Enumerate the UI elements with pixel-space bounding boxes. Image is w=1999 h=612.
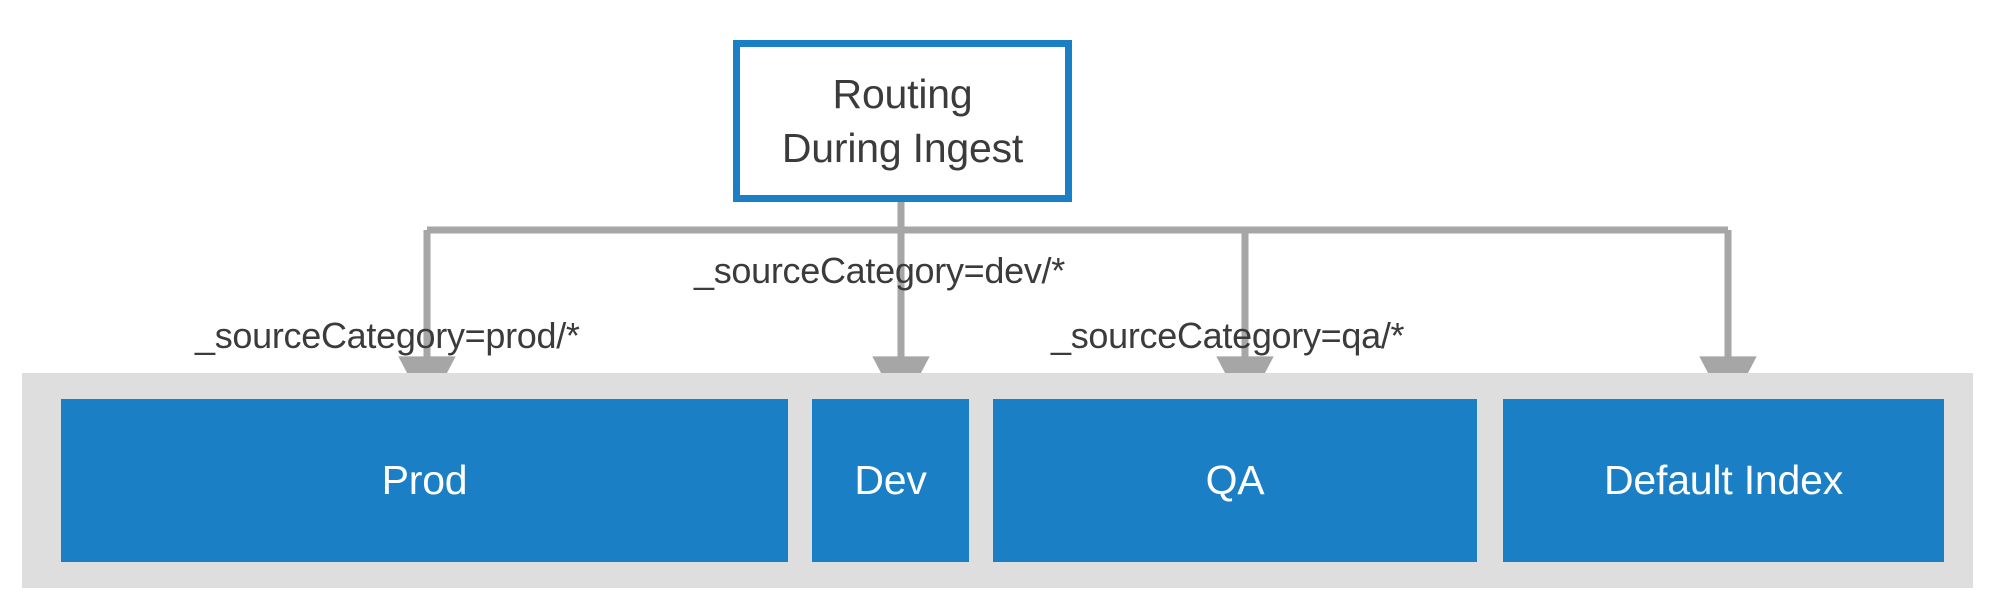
edge-label-prod: _sourceCategory=prod/*	[195, 315, 580, 356]
index-box-default-index[interactable]: Default Index	[1503, 399, 1944, 562]
edge-label-qa: _sourceCategory=qa/*	[1051, 315, 1405, 356]
routing-during-ingest-node[interactable]: Routing During Ingest	[733, 40, 1072, 202]
index-box-prod[interactable]: Prod	[61, 399, 788, 562]
routing-during-ingest-label: Routing During Ingest	[781, 70, 1024, 171]
index-label-qa: QA	[1205, 457, 1265, 503]
edge-label-dev: _sourceCategory=dev/*	[694, 250, 1065, 291]
index-box-qa[interactable]: QA	[993, 399, 1477, 562]
index-box-dev[interactable]: Dev	[812, 399, 969, 562]
index-label-dev: Dev	[854, 457, 927, 503]
index-label-prod: Prod	[381, 457, 468, 503]
index-label-default-index: Default Index	[1604, 457, 1843, 503]
index-tray: Prod Dev QA Default Index	[22, 373, 1973, 588]
